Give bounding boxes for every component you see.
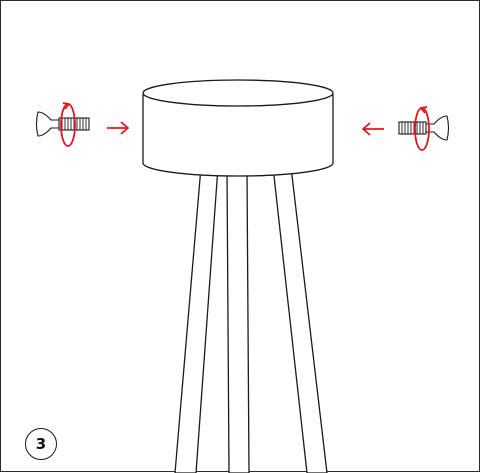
screw-left-head — [35, 111, 62, 137]
hub-body — [142, 94, 334, 177]
screw-left — [35, 111, 90, 137]
step-number: 3 — [35, 435, 47, 453]
screw-left-thread — [61, 118, 87, 130]
step-number-badge: 3 — [25, 428, 57, 460]
rotate-icon-right — [414, 106, 430, 151]
legs — [174, 163, 328, 473]
screw-right-shank — [398, 121, 427, 135]
screw-right — [398, 115, 450, 141]
leg-left — [174, 166, 219, 473]
screw-right-thread — [401, 122, 424, 134]
insert-arrow-right — [107, 121, 129, 135]
leg-center — [226, 170, 250, 473]
cylindrical-hub — [142, 79, 334, 177]
rotate-icon-left — [60, 102, 76, 147]
screw-right-head — [423, 115, 450, 141]
insert-arrow-left — [362, 122, 384, 136]
hub-top — [142, 79, 334, 107]
leg-right — [272, 166, 328, 473]
